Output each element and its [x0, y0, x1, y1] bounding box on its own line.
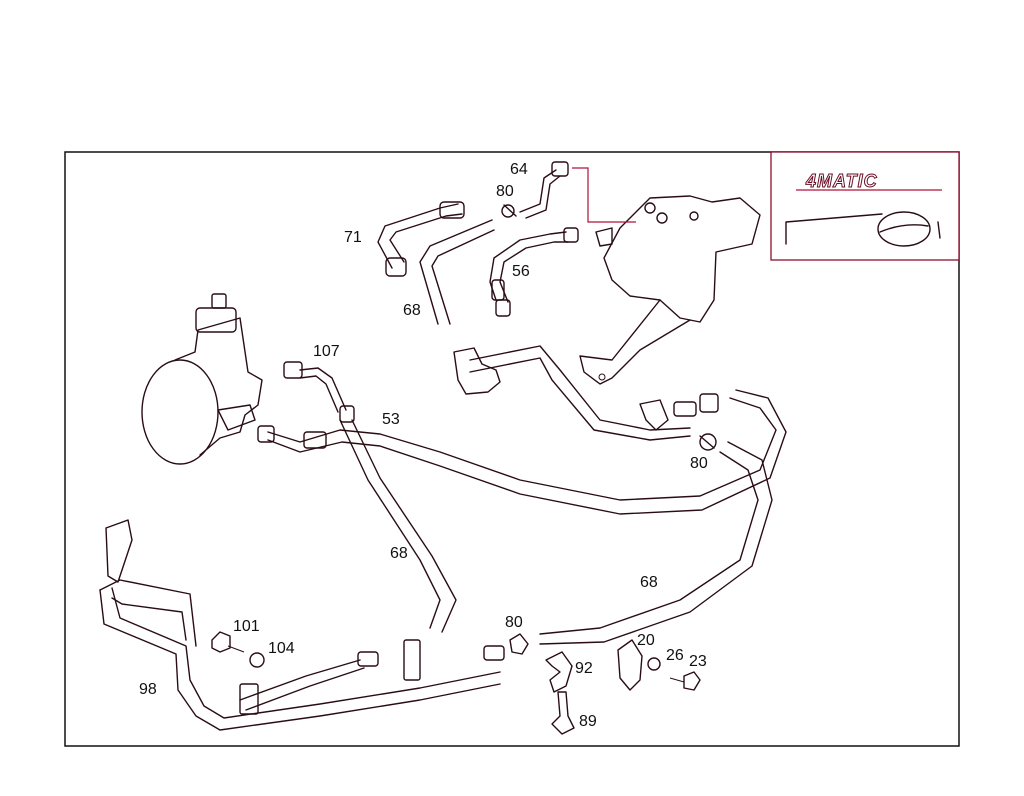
diagram-frame: [64, 151, 960, 747]
hose-64: [519, 169, 561, 219]
bolt-23: [669, 671, 701, 691]
callout-107: 107: [313, 343, 340, 360]
callout-53: 53: [382, 411, 400, 428]
callout-68: 68: [640, 574, 658, 591]
drivetrain-symbol-icon: [785, 213, 883, 245]
callout-98: 98: [139, 681, 157, 698]
callout-68: 68: [390, 545, 408, 562]
hose-68-middle: [339, 419, 457, 633]
leader-64: [572, 167, 636, 223]
callout-23: 23: [689, 653, 707, 670]
callout-64: 64: [510, 161, 528, 178]
callout-101: 101: [233, 618, 260, 635]
steering-wheel-icon: [877, 211, 931, 247]
line-53: [267, 389, 787, 515]
callout-56: 56: [512, 263, 530, 280]
oil-cooler-98: [99, 519, 505, 731]
clamp-20: [617, 639, 643, 691]
callout-71: 71: [344, 229, 362, 246]
hose-68-right: [539, 441, 773, 645]
callout-104: 104: [268, 640, 295, 657]
callout-92: 92: [575, 660, 593, 677]
callout-26: 26: [666, 647, 684, 664]
fitting-89: [551, 691, 575, 735]
badge-label: 4MATIC: [805, 171, 878, 191]
callout-80: 80: [690, 455, 708, 472]
washer-104: [249, 652, 265, 668]
callout-68: 68: [403, 302, 421, 319]
tube-assembly-middle: [453, 345, 697, 441]
callout-20: 20: [637, 632, 655, 649]
clamp-80-top: [501, 204, 517, 218]
clamp-80-middle: [699, 433, 717, 451]
hose-68-top: [419, 219, 495, 325]
inset-panel: 4MATIC: [770, 151, 960, 261]
clamp-92: [545, 651, 573, 693]
steering-pump: [141, 293, 263, 465]
callout-80: 80: [496, 183, 514, 200]
hose-71: [377, 203, 463, 269]
clamp-80-bottom: [509, 633, 529, 655]
hose-107: [299, 367, 347, 413]
bolt-101: [211, 631, 245, 653]
washer-26: [647, 657, 661, 671]
callout-80: 80: [505, 614, 523, 631]
callout-89: 89: [579, 713, 597, 730]
steering-gear: [579, 195, 761, 385]
hose-56: [489, 231, 569, 303]
